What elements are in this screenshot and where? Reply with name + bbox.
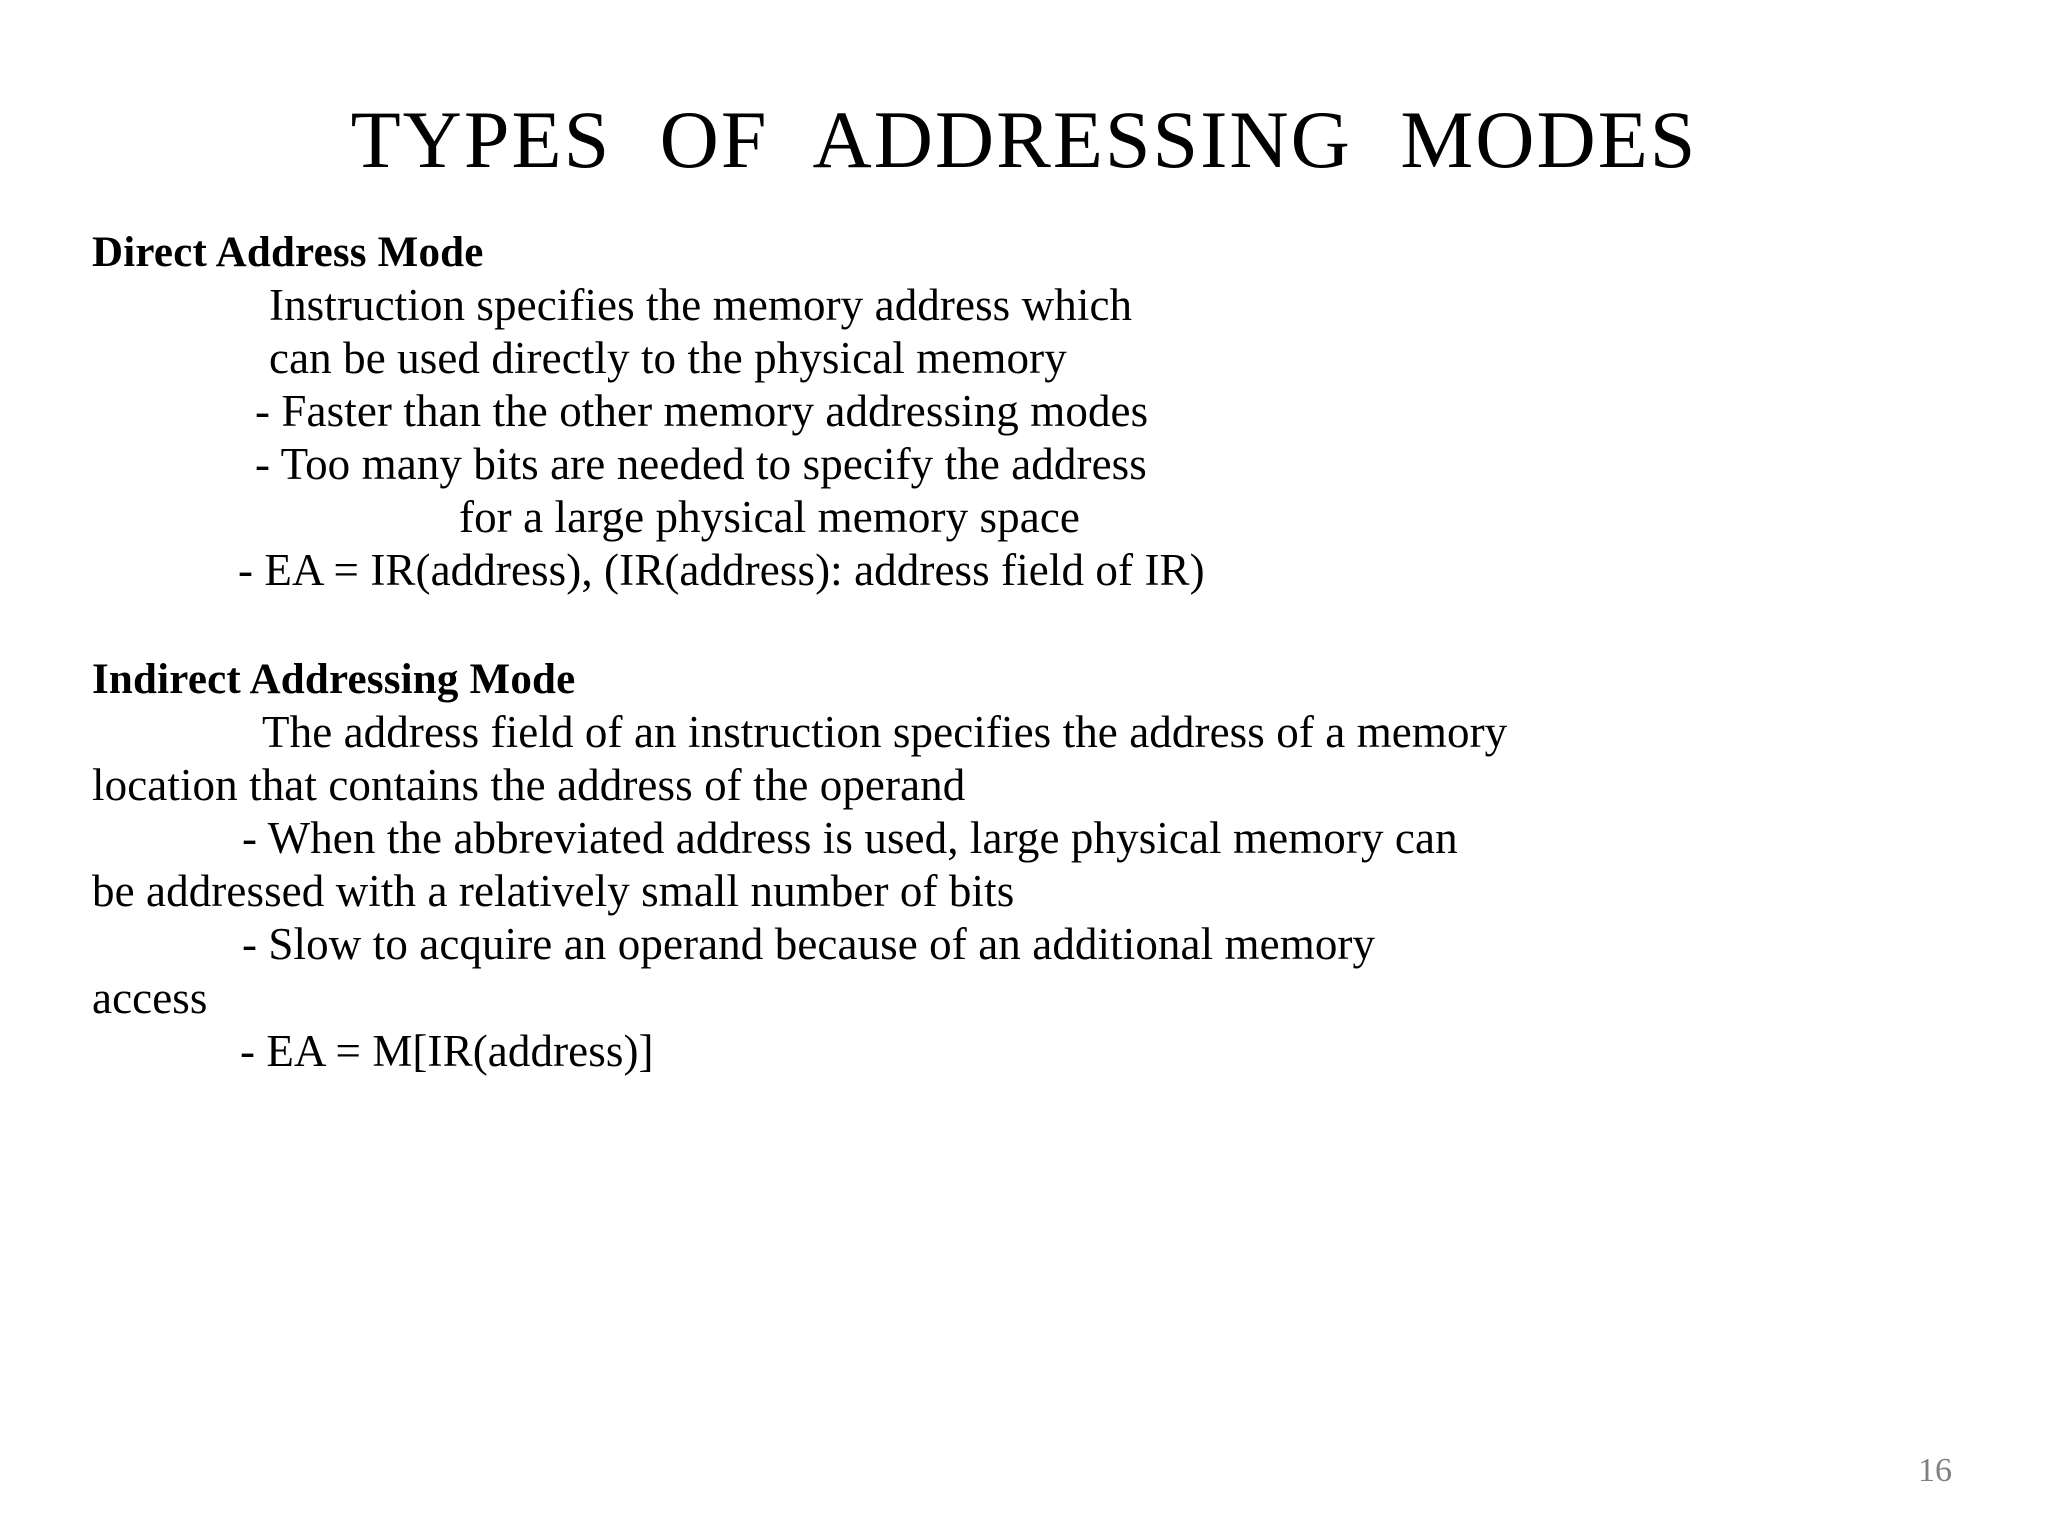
body-line-continuation: for a large physical memory space xyxy=(459,492,1080,543)
bullet-line: - Slow to acquire an operand because of … xyxy=(242,919,1376,970)
bullet-line-wrap: access xyxy=(92,972,208,1023)
body-line: can be used directly to the physical mem… xyxy=(269,332,1067,383)
section-heading-direct-address-mode: Direct Address Mode xyxy=(92,229,484,276)
bullet-line: - When the abbreviated address is used, … xyxy=(242,813,1458,864)
bullet-line: - Faster than the other memory addressin… xyxy=(255,385,1149,436)
section-direct-address-mode: Direct Address Mode Instruction specifie… xyxy=(92,228,1862,597)
bullet-line: - Too many bits are needed to specify th… xyxy=(255,439,1147,490)
section-heading-indirect-addressing-mode: Indirect Addressing Mode xyxy=(92,656,576,704)
bullet-line-formula: - EA = IR(address), (IR(address): addres… xyxy=(238,545,1205,596)
section-gap xyxy=(92,597,1862,655)
section-indirect-addressing-mode: Indirect Addressing Mode The address fie… xyxy=(92,655,1862,1077)
page-number: 16 xyxy=(1918,1452,1952,1489)
body-line-wrap: location that contains the address of th… xyxy=(92,760,966,811)
body-line: Instruction specifies the memory address… xyxy=(269,279,1133,330)
slide-body: Direct Address Mode Instruction specifie… xyxy=(92,228,1862,1078)
bullet-line-wrap: be addressed with a relatively small num… xyxy=(92,866,1015,917)
bullet-line-formula: - EA = M[IR(address)] xyxy=(240,1025,654,1076)
body-line: The address field of an instruction spec… xyxy=(262,707,1508,758)
page-title: TYPES OF ADDRESSING MODES xyxy=(350,93,1698,185)
